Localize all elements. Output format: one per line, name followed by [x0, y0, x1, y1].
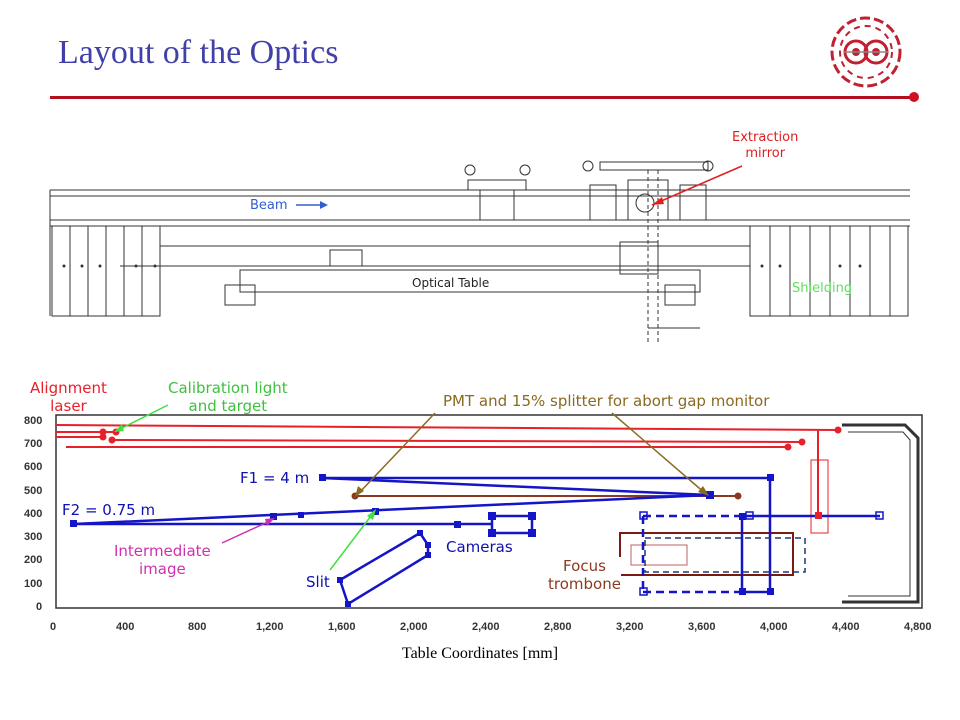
y-tick: 500 — [24, 485, 43, 497]
red-laser-lines — [55, 424, 842, 516]
x-tick: 2,400 — [472, 621, 500, 633]
x-axis-title: Table Coordinates [mm] — [401, 645, 559, 662]
y-tick: 100 — [24, 578, 43, 590]
alignment-laser-label: Alignment laser — [30, 379, 107, 415]
accelerator-logo-icon — [830, 16, 902, 88]
extraction-mirror-label: Extraction mirror — [732, 130, 798, 161]
x-tick: 0 — [50, 621, 57, 633]
title-rule — [50, 96, 915, 99]
x-tick: 800 — [188, 621, 207, 633]
y-tick: 800 — [24, 415, 43, 427]
intermediate-image-text: Intermediate image — [114, 542, 211, 578]
trombone-box — [619, 532, 794, 576]
blue-markers — [70, 474, 822, 607]
optical-table-label: Optical Table — [412, 276, 490, 291]
extraction-mirror-text: Extraction mirror — [732, 130, 799, 161]
x-tick: 2,000 — [400, 621, 428, 633]
y-tick: 400 — [24, 508, 43, 520]
plan-frame — [55, 414, 923, 609]
intermediate-image-label: Intermediate image — [114, 542, 211, 578]
x-tick: 2,800 — [544, 621, 572, 633]
shielding-label: Shielding — [792, 281, 853, 296]
y-tick: 0 — [36, 601, 43, 613]
y-tick: 200 — [24, 554, 43, 566]
alignment-laser-text: Alignment laser — [30, 379, 107, 415]
page-title: Layout of the Optics — [58, 34, 339, 71]
y-tick: 600 — [24, 461, 43, 473]
f2-label: F2 = 0.75 m — [62, 501, 156, 519]
slit-label: Slit — [306, 573, 330, 591]
x-tick: 1,600 — [328, 621, 356, 633]
title-rule-dot — [909, 92, 919, 102]
focus-trombone-text: Focus trombone — [548, 557, 621, 593]
beam-label: Beam — [250, 198, 288, 213]
x-tick: 4,400 — [832, 621, 860, 633]
x-tick: 4,000 — [760, 621, 788, 633]
focus-trombone-label: Focus trombone — [548, 557, 621, 593]
x-tick: 3,600 — [688, 621, 716, 633]
x-tick: 4,800 — [904, 621, 932, 633]
plan-shield — [842, 423, 920, 604]
pmt-label: PMT and 15% splitter for abort gap monit… — [443, 392, 770, 410]
x-tick: 3,200 — [616, 621, 644, 633]
y-tick: 700 — [24, 438, 43, 450]
x-tick: 400 — [116, 621, 135, 633]
cameras-label: Cameras — [446, 538, 513, 556]
x-tick: 1,200 — [256, 621, 284, 633]
y-tick: 300 — [24, 531, 43, 543]
calibration-text: Calibration light and target — [168, 379, 288, 415]
f1-label: F1 = 4 m — [240, 469, 310, 487]
calibration-label: Calibration light and target — [168, 379, 288, 415]
dashed-camera-box — [644, 537, 806, 573]
